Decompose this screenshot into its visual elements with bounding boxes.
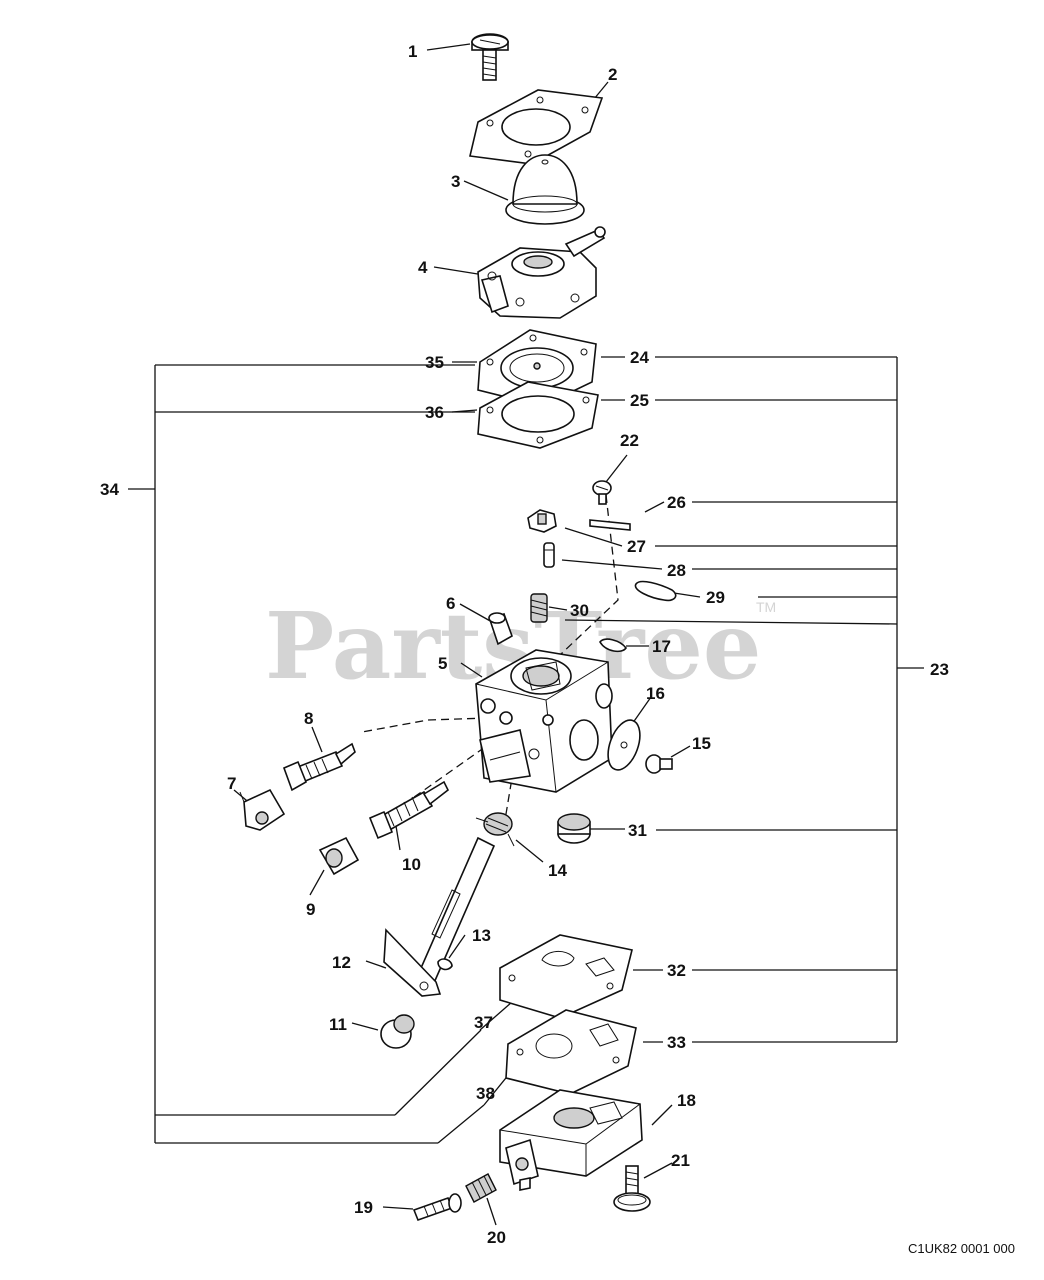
trademark-mark: TM bbox=[756, 599, 776, 615]
callout-28: 28 bbox=[667, 561, 686, 580]
callout-30: 30 bbox=[570, 601, 589, 620]
part-31-filter bbox=[557, 813, 591, 844]
callout-14: 14 bbox=[548, 861, 567, 880]
part-13-clip bbox=[437, 958, 453, 971]
callout-38: 38 bbox=[476, 1084, 495, 1103]
part-19-screw bbox=[412, 1193, 462, 1222]
part-9-limiter-cap bbox=[318, 836, 360, 876]
part-1-screw bbox=[471, 33, 509, 81]
callout-9: 9 bbox=[306, 900, 315, 919]
callout-27: 27 bbox=[627, 537, 646, 556]
kit-23-bracket bbox=[564, 356, 924, 1043]
part-20-spring bbox=[465, 1173, 497, 1203]
callout-16: 16 bbox=[646, 684, 665, 703]
callout-37: 37 bbox=[474, 1013, 493, 1032]
part-12-throttle-shaft bbox=[383, 836, 496, 997]
callout-6: 6 bbox=[446, 594, 455, 613]
callout-3: 3 bbox=[451, 172, 460, 191]
part-8-needle bbox=[282, 742, 356, 792]
callout-23: 23 bbox=[930, 660, 949, 679]
callout-1: 1 bbox=[408, 42, 417, 61]
part-7-limiter-cap bbox=[239, 788, 286, 831]
part-29-disc bbox=[634, 580, 677, 602]
part-17-clip bbox=[599, 638, 627, 653]
part-15-screw bbox=[645, 754, 673, 774]
callout-17: 17 bbox=[652, 637, 671, 656]
callout-labels: 1 2 3 4 5 6 7 8 9 10 11 12 13 14 15 16 1… bbox=[100, 42, 949, 1247]
part-16-gasket bbox=[607, 719, 641, 771]
part-11-knob bbox=[380, 1014, 415, 1049]
part-32-gasket bbox=[499, 934, 633, 1019]
callout-10: 10 bbox=[402, 855, 421, 874]
callout-5: 5 bbox=[438, 654, 447, 673]
callout-15: 15 bbox=[692, 734, 711, 753]
callout-24: 24 bbox=[630, 348, 649, 367]
part-6-plug bbox=[488, 612, 513, 646]
callout-2: 2 bbox=[608, 65, 617, 84]
part-10-needle bbox=[368, 780, 450, 840]
callout-7: 7 bbox=[227, 774, 236, 793]
callout-8: 8 bbox=[304, 709, 313, 728]
part-27-lever bbox=[527, 509, 557, 533]
part-5-carburetor-body bbox=[475, 649, 613, 793]
callout-36: 36 bbox=[425, 403, 444, 422]
part-30-spring bbox=[530, 593, 548, 623]
part-26-pin bbox=[589, 519, 631, 531]
part-25-gasket bbox=[477, 381, 599, 449]
callout-20: 20 bbox=[487, 1228, 506, 1247]
callout-19: 19 bbox=[354, 1198, 373, 1217]
kit-34-bracket bbox=[128, 364, 475, 1144]
callout-32: 32 bbox=[667, 961, 686, 980]
callout-18: 18 bbox=[677, 1091, 696, 1110]
callout-12: 12 bbox=[332, 953, 351, 972]
part-14-spring bbox=[475, 812, 515, 847]
callout-34: 34 bbox=[100, 480, 119, 499]
diagram-code: C1UK82 0001 000 bbox=[908, 1241, 1015, 1256]
callout-25: 25 bbox=[630, 391, 649, 410]
part-28-needle bbox=[543, 542, 555, 568]
part-4-cover bbox=[477, 226, 606, 319]
callout-11: 11 bbox=[329, 1015, 347, 1034]
callout-29: 29 bbox=[706, 588, 725, 607]
callout-35: 35 bbox=[425, 353, 444, 372]
callout-13: 13 bbox=[472, 926, 491, 945]
callout-22: 22 bbox=[620, 431, 639, 450]
callout-33: 33 bbox=[667, 1033, 686, 1052]
part-33-gasket bbox=[505, 1009, 637, 1095]
part-21-screw bbox=[613, 1165, 651, 1212]
callout-26: 26 bbox=[667, 493, 686, 512]
part-3-primer-bulb bbox=[505, 154, 585, 225]
callout-21: 21 bbox=[671, 1151, 690, 1170]
part-22-screw bbox=[592, 480, 612, 505]
part-2-gasket bbox=[469, 89, 604, 165]
callout-4: 4 bbox=[418, 258, 428, 277]
part-24-diaphragm bbox=[477, 329, 597, 407]
part-18-pump-body bbox=[499, 1089, 643, 1191]
callout-31: 31 bbox=[628, 821, 647, 840]
